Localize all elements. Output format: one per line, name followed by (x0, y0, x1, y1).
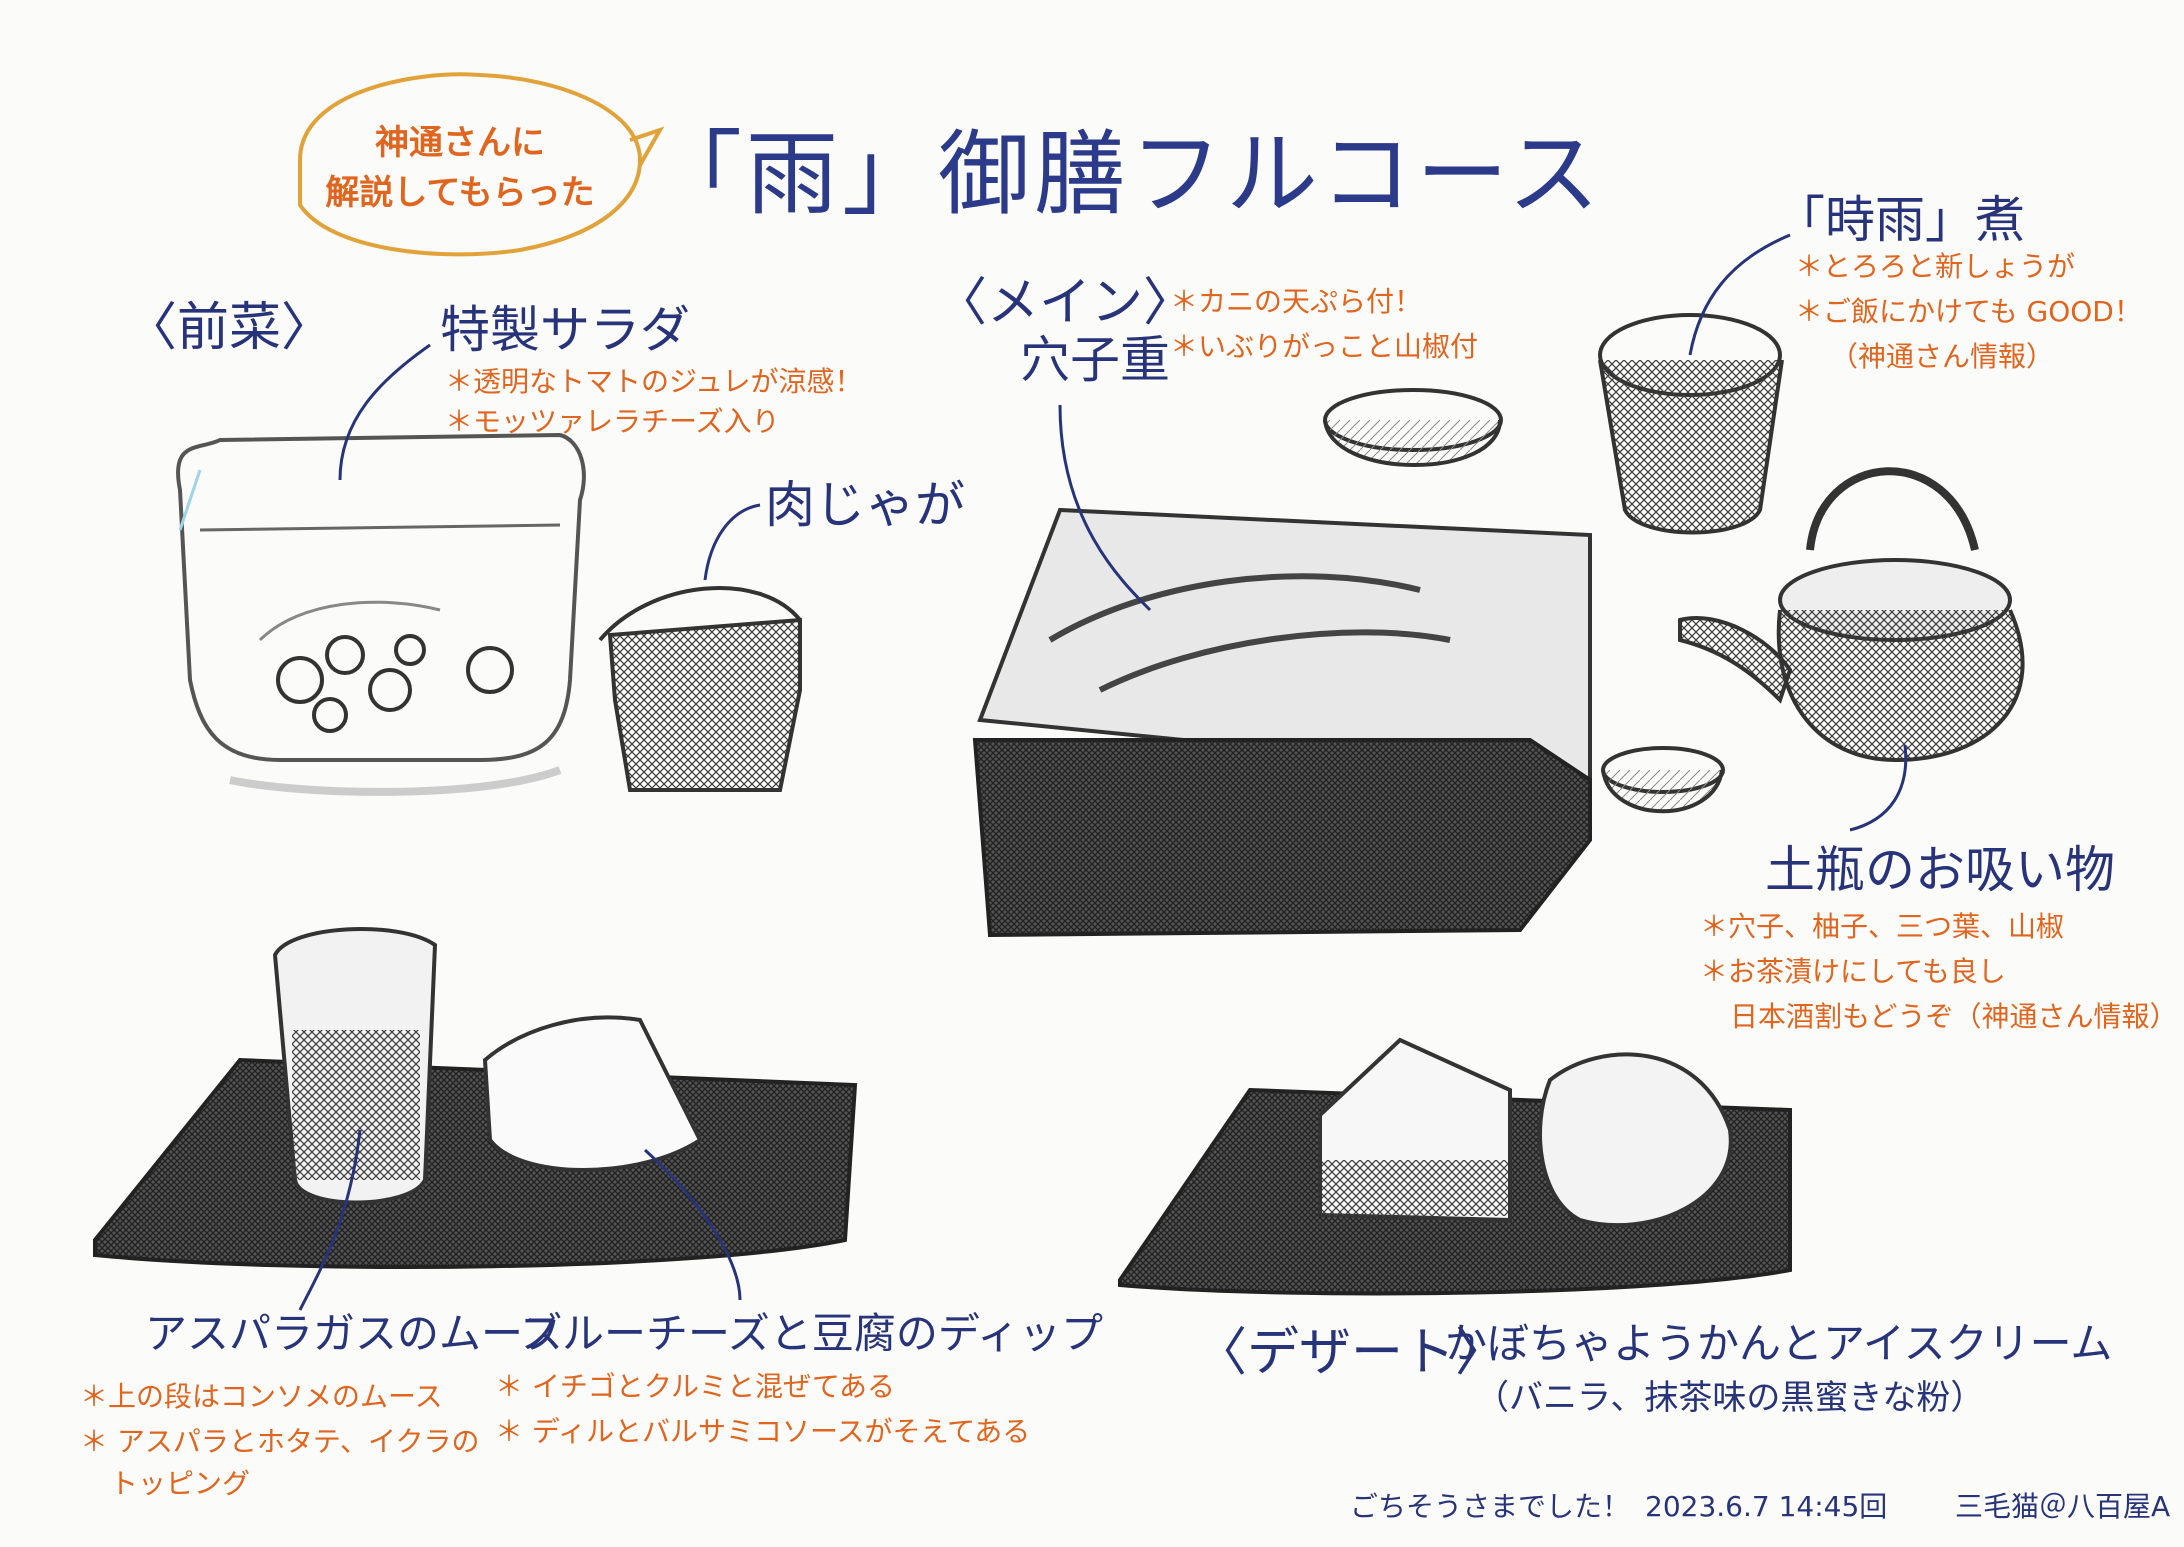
anago-note-1: ＊カニの天ぷら付！ (1170, 285, 1423, 318)
blue-cheese-note-1: ＊ イチゴとクルミと混ぜてある (495, 1370, 896, 1403)
zensai-tray-drawing (93, 926, 858, 1269)
footer-date: 2023.6.7 14:45回 (1645, 1490, 1888, 1523)
shigure-cup-drawing (1598, 313, 1784, 535)
shigure-note-2: ＊ご飯にかけても GOOD！ (1795, 295, 2142, 328)
salad-note-1: ＊透明なトマトのジュレが涼感！ (445, 365, 863, 398)
small-bowl-bottom-drawing (1601, 746, 1725, 814)
section-zensai: 〈前菜〉 (125, 298, 334, 358)
dobin-teapot-drawing (1678, 467, 2025, 763)
salad-note-2: ＊モッツァレラチーズ入り (445, 405, 780, 438)
speech-bubble-text: 神通さんに 解説してもらった (300, 118, 620, 218)
dessert-tray-drawing (1118, 1037, 1792, 1296)
bubble-line2: 解説してもらった (325, 173, 595, 213)
dobin-note-2: ＊お茶漬けにしても良し (1700, 955, 2006, 988)
asparagus-note-3: トッピング (110, 1467, 251, 1500)
dish-asparagus: アスパラガスのムース (145, 1309, 563, 1358)
asparagus-note-2: ＊ アスパラとホタテ、イクラの (80, 1425, 480, 1458)
dish-anago: 穴子重 (1020, 331, 1170, 389)
bubble-line1: 神通さんに (375, 123, 545, 163)
footer-thanks: ごちそうさまでした！ (1350, 1490, 1631, 1523)
shigure-note-3: （神通さん情報） (1830, 340, 2055, 373)
speech-bubble (298, 72, 643, 257)
asparagus-note-1: ＊上の段はコンソメのムース (80, 1380, 443, 1413)
section-dessert: 〈デザート〉 (1195, 1323, 1508, 1383)
anago-box-drawing (972, 507, 1592, 938)
nikujaga-bowl-drawing (598, 585, 802, 792)
blue-cheese-note-2: ＊ ディルとバルサミコソースがそえてある (495, 1415, 1031, 1448)
section-main: 〈メイン〉 (935, 273, 1196, 333)
dish-nikujaga: 肉じゃが (765, 476, 965, 534)
small-bowl-top-drawing (1323, 388, 1503, 467)
dish-shigure: 「時雨」煮 (1775, 191, 2025, 249)
dobin-note-1: ＊穴子、柚子、三つ葉、山椒 (1700, 910, 2065, 943)
page-title: 「雨」御膳フルコース (650, 121, 1604, 228)
dish-dobin: 土瓶のお吸い物 (1765, 841, 2115, 899)
dish-dessert: かぼちゃようかんとアイスクリーム (1445, 1319, 2113, 1368)
pointer-lines (298, 233, 1908, 1311)
dessert-sub: （バニラ、抹茶味の黒蜜きな粉） (1475, 1378, 1985, 1418)
dish-salad: 特製サラダ (440, 301, 690, 359)
anago-note-2: ＊いぶりがっこと山椒付 (1170, 330, 1479, 363)
salad-glass-drawing (176, 432, 586, 796)
footer-author: 三毛猫＠八百屋A (1955, 1490, 2171, 1523)
dish-blue-cheese: ブルーチーズと豆腐のディップ (520, 1309, 1103, 1358)
shigure-note-1: ＊とろろと新しょうが (1795, 250, 2076, 283)
dobin-note-3: 日本酒割もどうぞ（神通さん情報） (1730, 1000, 2178, 1033)
